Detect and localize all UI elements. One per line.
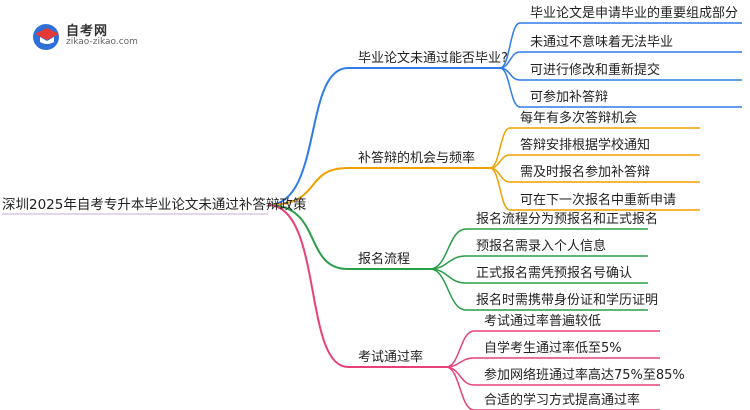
logo-url: zikao-zikao.com — [66, 37, 138, 47]
site-logo: 自考网 zikao-zikao.com — [30, 20, 150, 52]
graduation-cap-icon — [33, 24, 59, 50]
branch-topic: 考试通过率 — [358, 350, 424, 365]
leaf-topic: 报名流程分为预报名和正式报名 — [476, 212, 659, 227]
branch-connector — [267, 204, 349, 368]
leaf-connector — [445, 366, 475, 410]
branch-connector — [267, 67, 349, 206]
branch-connector — [267, 204, 349, 270]
leaf-topic: 需及时报名参加补答辩 — [520, 165, 651, 180]
root-topic: 深圳2025年自考专升本毕业论文未通过补答辩政策 — [2, 197, 307, 213]
leaf-topic: 预报名需录入个人信息 — [476, 239, 607, 254]
branch-connector — [267, 167, 349, 206]
branch-topic: 补答辩的机会与频率 — [358, 151, 476, 166]
leaf-connector — [489, 127, 511, 169]
leaf-topic: 未通过不意味着无法毕业 — [530, 35, 674, 50]
leaf-connector — [499, 67, 521, 108]
leaf-topic: 每年有多次答辩机会 — [520, 111, 638, 126]
leaf-topic: 正式报名需凭预报名号确认 — [476, 266, 633, 281]
leaf-topic: 可在下一次报名中重新申请 — [520, 193, 677, 208]
leaf-topic: 可参加补答辩 — [530, 90, 609, 105]
leaf-topic: 合适的学习方式提高通过率 — [484, 393, 641, 408]
leaf-topic: 报名时需携带身份证和学历证明 — [476, 293, 659, 308]
leaf-topic: 答辩安排根据学校通知 — [520, 138, 651, 153]
leaf-connector — [499, 22, 521, 69]
branch-topic: 毕业论文未通过能否毕业? — [358, 51, 508, 66]
leaf-topic: 毕业论文是申请毕业的重要组成部分 — [530, 6, 739, 21]
branch-topic: 报名流程 — [358, 252, 411, 267]
leaf-topic: 参加网络班通过率高达75%至85% — [484, 368, 685, 383]
logo-title: 自考网 — [66, 24, 109, 39]
leaf-connector — [445, 366, 475, 386]
leaf-topic: 可进行修改和重新提交 — [530, 63, 661, 78]
leaf-topic: 自学考生通过率低至5% — [484, 341, 622, 356]
leaf-connector — [429, 268, 467, 311]
leaf-topic: 考试通过率普遍较低 — [484, 314, 602, 329]
leaf-connector — [489, 167, 511, 211]
leaf-connector — [445, 330, 475, 368]
leaf-connector — [429, 228, 467, 270]
